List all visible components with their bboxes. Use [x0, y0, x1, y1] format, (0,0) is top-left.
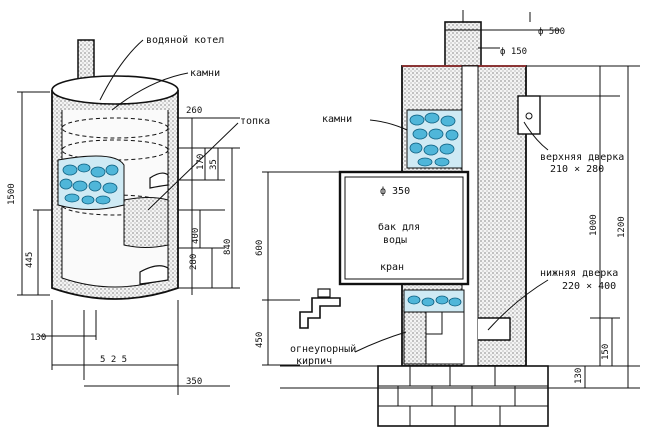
water-tank [338, 170, 470, 286]
dim-130-right: 130 [574, 368, 584, 384]
label-upper-door: верхняя дверка [540, 152, 624, 163]
chimney-top [444, 21, 482, 69]
firebox-left [123, 197, 169, 248]
dim-phi150: ф 150 [500, 47, 527, 57]
water-tap [299, 297, 341, 329]
dim-170: 170 [196, 154, 206, 170]
label-fire-brick-1: огнеупорный [290, 343, 356, 355]
dim-280: 280 [189, 254, 199, 270]
upper-door [517, 95, 541, 135]
right-section-stove [262, 10, 640, 427]
label-tap: кран [380, 262, 404, 273]
dim-600: 600 [255, 240, 265, 256]
label-tank-1: бак для [378, 221, 420, 233]
label-firebox: топка [240, 116, 270, 127]
left-upper-opening [149, 172, 169, 189]
dim-1000: 1000 [589, 214, 599, 236]
dim-840: 840 [223, 239, 233, 255]
label-tank-2: воды [383, 235, 407, 246]
label-fire-brick-2: кирпич [296, 356, 332, 367]
left-lower-opening [139, 265, 169, 285]
cylinder-top [51, 75, 179, 105]
dim-1500: 1500 [7, 183, 17, 205]
lower-door [478, 317, 511, 341]
dim-260: 260 [186, 106, 202, 116]
foundation [280, 365, 640, 427]
dim-130-left: 130 [30, 333, 46, 343]
label-stones-left: камни [190, 68, 220, 79]
right-text-labels: камни верхняя дверка 210 × 280 ф 350 бак… [255, 27, 627, 384]
dim-1200: 1200 [617, 216, 627, 238]
dim-450: 450 [255, 332, 265, 348]
stones-fill-left [57, 155, 125, 210]
label-stones-right: камни [322, 114, 352, 125]
label-boiler: водяной котел [146, 34, 224, 46]
dim-400: 400 [191, 228, 201, 244]
dim-445: 445 [25, 252, 35, 268]
dim-35: 35 [209, 159, 219, 170]
dim-350: 350 [186, 377, 202, 387]
left-text-labels: водяной котел камни топка 1500 445 260 1… [7, 34, 270, 387]
dim-phi500: ф 500 [538, 27, 565, 37]
dim-525: 5 2 5 [100, 355, 127, 365]
label-phi350: ф 350 [380, 185, 410, 197]
label-upper-door-size: 210 × 280 [550, 164, 604, 175]
left-cutaway-stove [17, 39, 240, 395]
stones-fill-right [409, 112, 459, 167]
label-lower-door: нижняя дверка [540, 268, 618, 279]
dim-150: 150 [601, 344, 611, 360]
label-lower-door-size: 220 × 400 [562, 281, 616, 292]
